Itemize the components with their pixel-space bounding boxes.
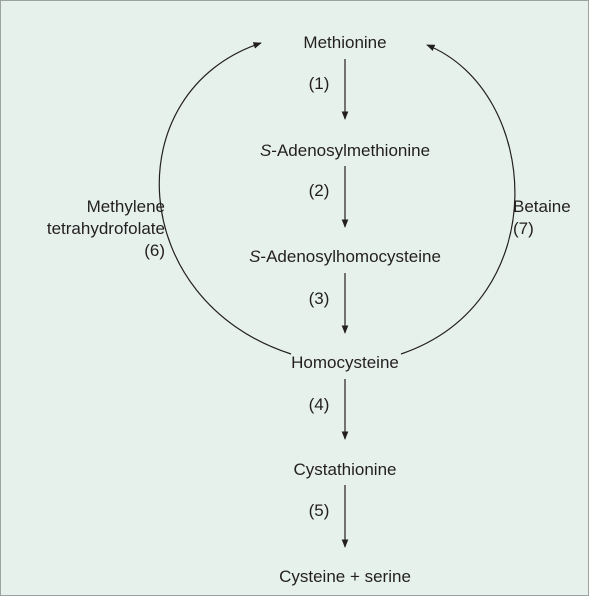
node-homocysteine: Homocysteine: [291, 353, 399, 372]
step-label-1: (1): [308, 74, 330, 93]
left-loop-line-3: (6): [144, 241, 165, 260]
node-s-adenosylhomocysteine: S-Adenosylhomocysteine: [249, 246, 441, 268]
step-label-3: (3): [308, 289, 330, 308]
arrow-loop-left: [158, 42, 292, 355]
sam-rest: -Adenosylmethionine: [271, 141, 431, 160]
step-label-4: (4): [308, 395, 330, 414]
node-cysteine-serine: Cysteine + serine: [279, 567, 411, 586]
left-loop-line-2: tetrahydrofolate: [46, 219, 165, 238]
step-label-5: (5): [308, 501, 330, 520]
node-cystathionine: Cystathionine: [293, 460, 397, 479]
left-loop-line-1: Methylene: [86, 197, 165, 216]
sah-rest: -Adenosylhomocysteine: [260, 247, 441, 266]
right-loop-label: Betaine (7): [513, 196, 571, 240]
sam-prefix: S: [259, 141, 272, 160]
step-label-2: (2): [308, 181, 330, 200]
arrow-loop-right: [400, 44, 516, 355]
left-loop-label: Methylene tetrahydrofolate (6): [47, 196, 165, 262]
node-s-adenosylmethionine: S-Adenosylmethionine: [260, 140, 430, 162]
right-loop-line-2: (7): [513, 219, 534, 238]
right-loop-line-1: Betaine: [513, 197, 571, 216]
node-methionine: Methionine: [303, 33, 387, 52]
sah-prefix: S: [249, 247, 261, 266]
